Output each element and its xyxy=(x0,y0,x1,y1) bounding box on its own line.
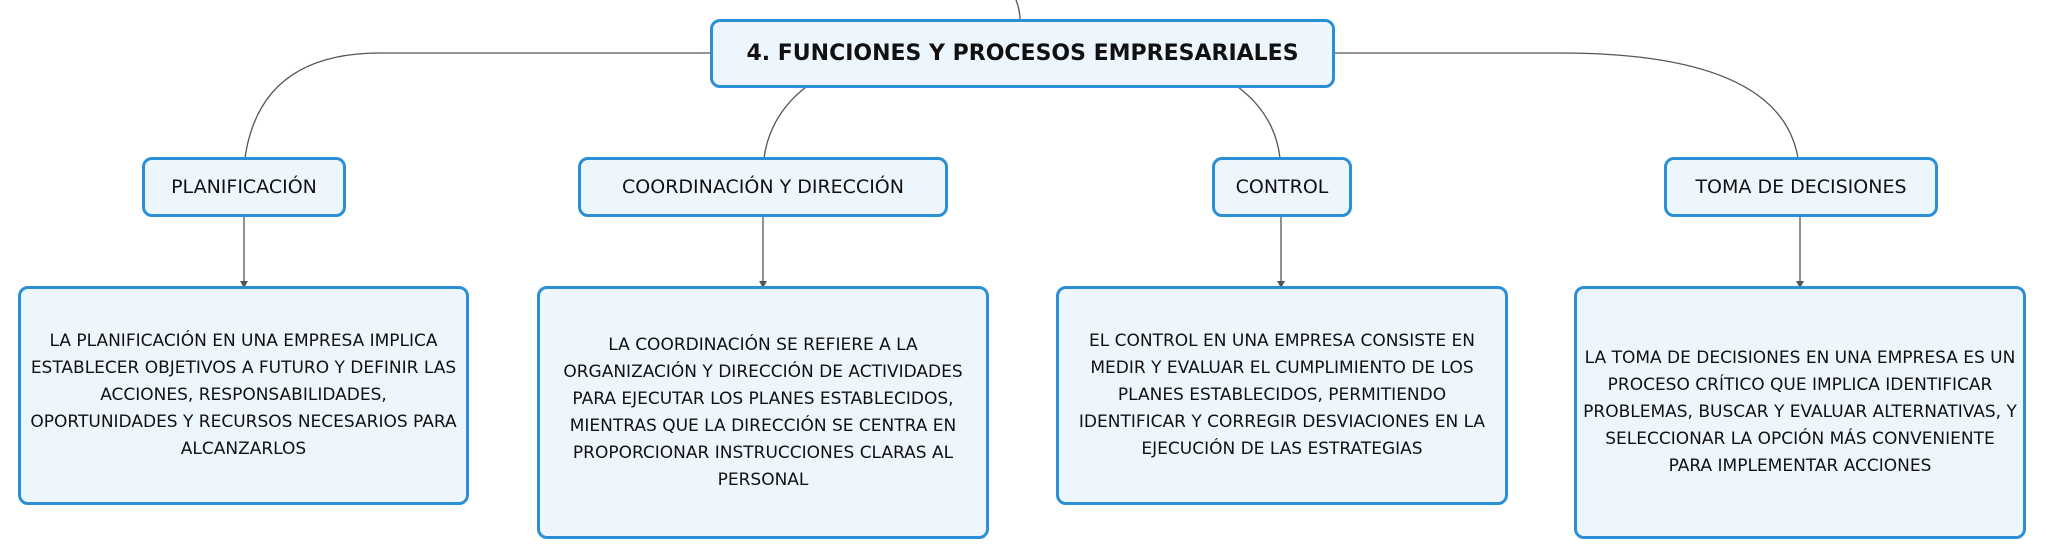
arrowhead-toma xyxy=(1796,281,1804,288)
arrowhead-planificacion xyxy=(240,281,248,288)
description-planificacion[interactable]: LA PLANIFICACIÓN EN UNA EMPRESA IMPLICA … xyxy=(18,286,469,505)
description-text: LA COORDINACIÓN SE REFIERE A LA ORGANIZA… xyxy=(563,334,963,490)
connector-toma xyxy=(1334,52,1799,159)
connector-coordinacion xyxy=(763,86,807,159)
arrowhead-control xyxy=(1277,281,1285,288)
description-coordinacion-direccion[interactable]: LA COORDINACIÓN SE REFIERE A LA ORGANIZA… xyxy=(537,286,989,539)
description-text: EL CONTROL EN UNA EMPRESA CONSISTE EN ME… xyxy=(1078,331,1486,459)
branch-label: TOMA DE DECISIONES xyxy=(1695,176,1907,198)
arrowhead-coordinacion xyxy=(759,281,767,288)
description-toma-decisiones[interactable]: LA TOMA DE DECISIONES EN UNA EMPRESA ES … xyxy=(1574,286,2026,539)
description-text: LA TOMA DE DECISIONES EN UNA EMPRESA ES … xyxy=(1583,348,2017,476)
connector-planificacion xyxy=(244,52,712,159)
connector-control xyxy=(1237,86,1281,159)
branch-label: PLANIFICACIÓN xyxy=(171,176,317,198)
main-topic-label: 4. FUNCIONES Y PROCESOS EMPRESARIALES xyxy=(746,41,1299,66)
main-topic-node[interactable]: 4. FUNCIONES Y PROCESOS EMPRESARIALES xyxy=(710,19,1335,88)
branch-coordinacion-direccion[interactable]: COORDINACIÓN Y DIRECCIÓN xyxy=(578,157,948,217)
branch-label: COORDINACIÓN Y DIRECCIÓN xyxy=(622,176,904,198)
branch-toma-decisiones[interactable]: TOMA DE DECISIONES xyxy=(1664,157,1938,217)
branch-control[interactable]: CONTROL xyxy=(1212,157,1352,217)
parent-connector xyxy=(1015,0,1021,21)
description-control[interactable]: EL CONTROL EN UNA EMPRESA CONSISTE EN ME… xyxy=(1056,286,1508,505)
branch-planificacion[interactable]: PLANIFICACIÓN xyxy=(142,157,346,217)
description-text: LA PLANIFICACIÓN EN UNA EMPRESA IMPLICA … xyxy=(30,331,457,459)
branch-label: CONTROL xyxy=(1235,176,1329,198)
